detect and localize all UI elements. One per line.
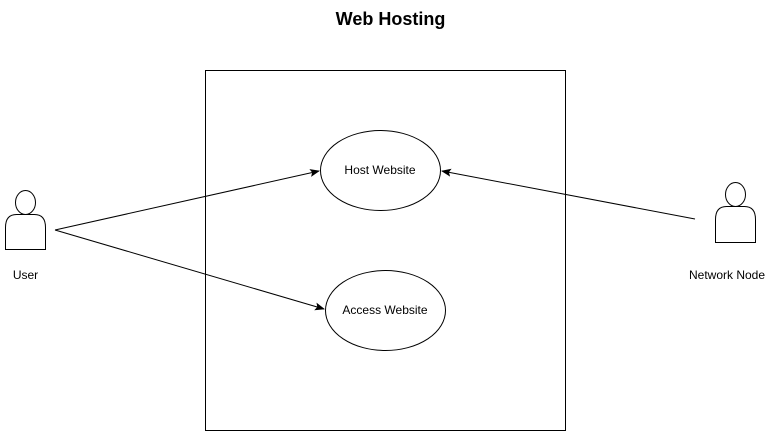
diagram-title: Web Hosting xyxy=(335,9,446,29)
actor-user-label: User xyxy=(12,268,39,282)
use-case-host-website xyxy=(320,130,441,211)
actor-network-node-label: Network Node xyxy=(688,268,766,282)
actor-network-node-icon xyxy=(715,182,756,243)
use-case-access-website-label: Access Website xyxy=(342,303,428,317)
use-case-access-website xyxy=(325,270,446,351)
relation-network-node-host-website xyxy=(441,168,696,220)
relation-user-access-website xyxy=(54,229,325,311)
actor-user-icon xyxy=(5,190,46,250)
use-case-host-website-label: Host Website xyxy=(344,163,416,177)
system-boundary xyxy=(205,70,566,431)
relation-user-host-website xyxy=(54,169,320,231)
